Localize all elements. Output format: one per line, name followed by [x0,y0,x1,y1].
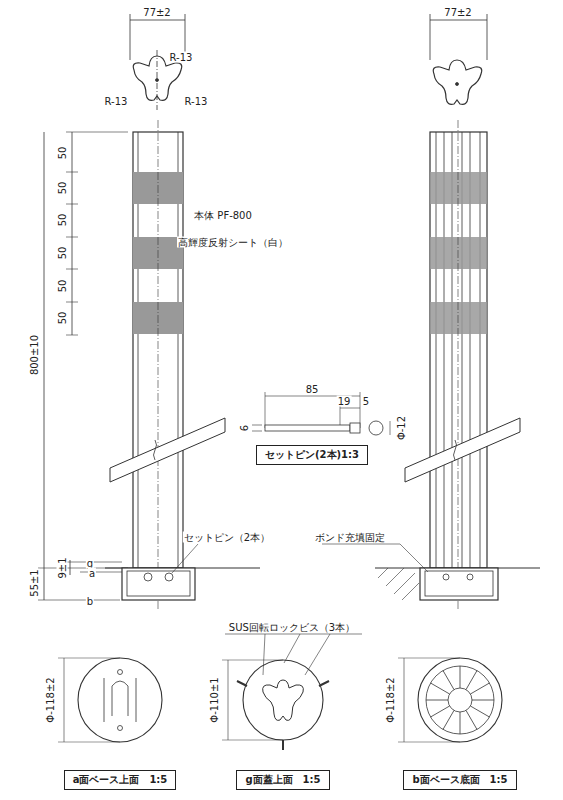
dimension: 85 [305,384,320,395]
dimension: 77±2 [443,7,472,18]
callout-label: 本体 PF-800 [193,210,253,221]
caption-box: g面蓋上面 1:5 [236,770,329,790]
callout-label: ボンド充填固定 [314,532,386,543]
dimension: Φ-118±2 [385,676,396,723]
caption-text: セットピン(2本)1:3 [265,449,359,460]
dimension: R-13 [104,96,129,107]
dimension: R-13 [184,96,209,107]
dimension: Φ-110±1 [209,676,220,723]
dimension: 9±1 [57,556,68,579]
dimension: 800±10 [29,334,40,376]
dimension: 50 [57,181,68,196]
dimension: 55±1 [29,568,40,597]
caption-text: a面ベース上面 1:5 [73,774,168,785]
dimension: 50 [57,213,68,228]
dimension: 50 [57,246,68,261]
dimension: Φ-12 [396,415,407,441]
dimension: R-13 [169,52,194,63]
dimension: 50 [57,146,68,161]
dimension: 77±2 [142,7,171,18]
dimension: 50 [57,279,68,294]
caption-box: a面ベース上面 1:5 [64,770,177,790]
caption-text: b面ベース底面 1:5 [412,774,507,785]
caption-box: セットピン(2本)1:3 [256,445,368,465]
dimension: 6 [239,424,250,432]
caption-text: g面蓋上面 1:5 [245,774,320,785]
callout-label: セットピン（2本） [183,532,271,543]
dimension: Φ-118±2 [45,676,56,723]
callout-label: SUS回転ロックビス（3本） [228,622,356,633]
dimension: 50 [57,311,68,326]
dimension: 5 [362,396,370,407]
face-label: b [86,596,94,607]
callout-label: 高輝度反射シート（白） [177,237,289,248]
dimension: 19 [337,396,352,407]
face-label: a [88,568,96,579]
caption-box: b面ベース底面 1:5 [403,770,516,790]
